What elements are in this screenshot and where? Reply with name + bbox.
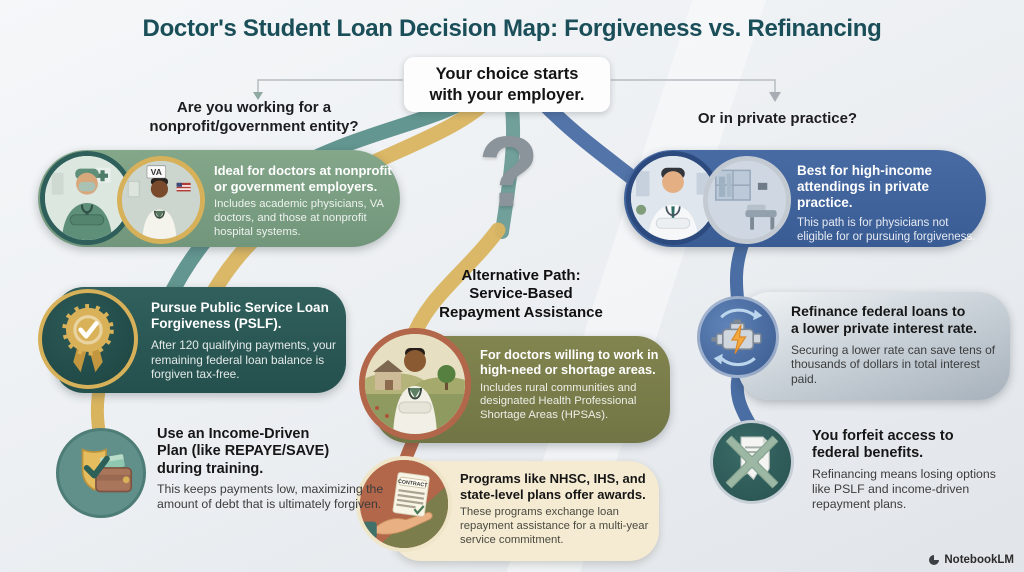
private-practice-text: Best for high-income attendings in priva… xyxy=(797,163,981,244)
clinic-room-illustration xyxy=(708,161,786,239)
idr-heading: Use an Income-Driven Plan (like REPAYE/S… xyxy=(157,426,330,477)
pslf-body: After 120 qualifying payments, your rema… xyxy=(151,338,336,382)
pslf-text: Pursue Public Service Loan Forgiveness (… xyxy=(151,300,337,382)
engine-illustration xyxy=(711,308,763,367)
page-title: Doctor's Student Loan Decision Map: Forg… xyxy=(142,15,882,42)
surgeon-photo xyxy=(40,151,134,245)
idr-body: This keeps payments low, maximizing the … xyxy=(157,482,384,512)
programs-heading: Programs like NHSC, IHS, and state-level… xyxy=(460,471,646,502)
shortage-area-body: Includes rural communities and designate… xyxy=(480,381,637,422)
notebooklm-logo-icon xyxy=(929,555,940,565)
clinic-room-photo xyxy=(703,156,791,244)
pslf-heading: Pursue Public Service Loan Forgiveness (… xyxy=(151,300,329,332)
private-practice-heading: Best for high-income attendings in priva… xyxy=(797,163,933,211)
programs-body: These programs exchange loan repayment a… xyxy=(460,506,649,546)
refinance-heading: Refinance federal loans to a lower priva… xyxy=(791,303,977,336)
medal-illustration xyxy=(62,304,114,373)
rural-doctor-photo xyxy=(359,328,471,440)
forfeit-text: You forfeit access to federal benefits. … xyxy=(812,428,1014,512)
private-doctor-photo xyxy=(626,151,720,245)
shortage-area-text: For doctors willing to work in high-need… xyxy=(480,347,662,423)
idr-text: Use an Income-Driven Plan (like REPAYE/S… xyxy=(157,426,397,512)
forfeit-body: Refinancing means losing options like PS… xyxy=(812,466,996,511)
crossed-document-illustration xyxy=(725,435,779,489)
shortage-area-heading: For doctors willing to work in high-need… xyxy=(480,347,659,378)
right-branch-arrow-icon xyxy=(769,92,781,102)
shield-wallet-icon xyxy=(56,428,146,518)
contract-hand-icon: CONTRACT xyxy=(356,456,452,552)
crossed-document-icon xyxy=(710,420,794,504)
alternative-path-heading: Alternative Path: Service-Based Repaymen… xyxy=(439,267,603,321)
watermark-label: NotebookLM xyxy=(944,554,1014,566)
contract-label: CONTRACT xyxy=(398,479,429,489)
nonprofit-employer-heading: Ideal for doctors at nonprofit or govern… xyxy=(214,163,392,194)
left-branch-arrow-icon xyxy=(253,92,263,100)
shield-wallet-illustration xyxy=(81,448,133,493)
private-practice-body: This path is for physicians not eligible… xyxy=(797,216,976,243)
nonprofit-employer-text: Ideal for doctors at nonprofit or govern… xyxy=(214,163,396,240)
contract-illustration: CONTRACT xyxy=(360,460,448,548)
private-doctor-illustration xyxy=(631,156,715,240)
programs-text: Programs like NHSC, IHS, and state-level… xyxy=(460,471,652,548)
va-sign-label: VA xyxy=(151,167,162,177)
rural-doctor-illustration xyxy=(365,334,465,434)
surgeon-illustration xyxy=(45,156,129,240)
engine-refresh-icon xyxy=(697,296,779,378)
refinance-card xyxy=(738,292,1010,400)
employer-choice-callout: Your choice starts with your employer. xyxy=(404,57,610,113)
nonprofit-question: Are you working for a nonprofit/governme… xyxy=(149,99,359,135)
forfeit-heading: You forfeit access to federal benefits. xyxy=(812,428,954,462)
va-doctor-photo: VA xyxy=(117,156,205,244)
watermark: NotebookLM xyxy=(928,554,1014,566)
nonprofit-employer-body: Includes academic physicians, VA doctors… xyxy=(214,198,384,238)
va-doctor-illustration: VA xyxy=(122,161,200,239)
refinance-text: Refinance federal loans to a lower priva… xyxy=(791,303,1001,386)
question-mark: ? xyxy=(478,116,540,228)
refinance-body: Securing a lower rate can save tens of t… xyxy=(791,342,996,386)
medal-check-icon xyxy=(38,289,138,389)
private-practice-question: Or in private practice? xyxy=(697,110,858,127)
